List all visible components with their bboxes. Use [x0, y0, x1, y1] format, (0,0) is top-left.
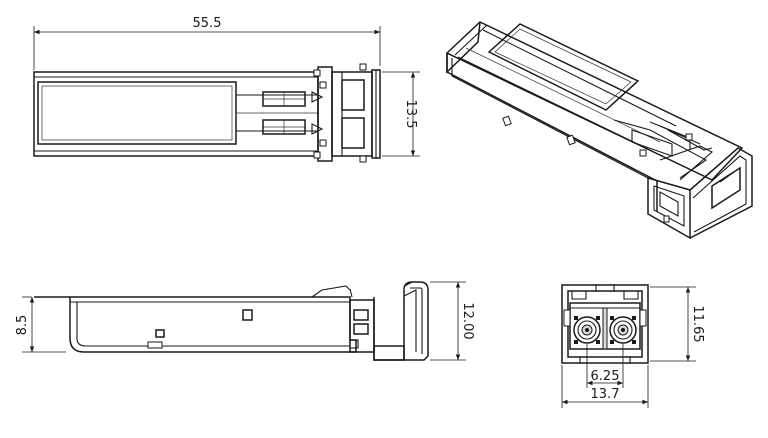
- dim-width-top: 13.5: [382, 71, 420, 157]
- dim-width-front: 13.7: [561, 365, 649, 408]
- dim-height-front-outer-label: 12.00: [460, 302, 475, 339]
- side-view: [34, 281, 429, 361]
- dim-pitch: 6.25: [586, 344, 624, 388]
- left-port: [573, 316, 601, 344]
- right-port: [609, 316, 637, 344]
- dim-height-front-label: 11.65: [690, 305, 705, 342]
- dim-width-front-label: 13.7: [591, 387, 620, 402]
- dim-height-front-outer: 12.00: [430, 281, 475, 361]
- dim-length-label: 55.5: [193, 16, 222, 31]
- dim-height-side: 8.5: [15, 296, 66, 353]
- front-view: [561, 284, 649, 364]
- dim-width-top-label: 13.5: [403, 100, 418, 129]
- dim-height-side-label: 8.5: [15, 315, 30, 336]
- isometric-view: [445, 21, 753, 240]
- dim-length: 55.5: [33, 16, 381, 70]
- dim-height-front: 11.65: [650, 286, 705, 362]
- dim-pitch-label: 6.25: [591, 369, 620, 384]
- top-view: [33, 63, 381, 163]
